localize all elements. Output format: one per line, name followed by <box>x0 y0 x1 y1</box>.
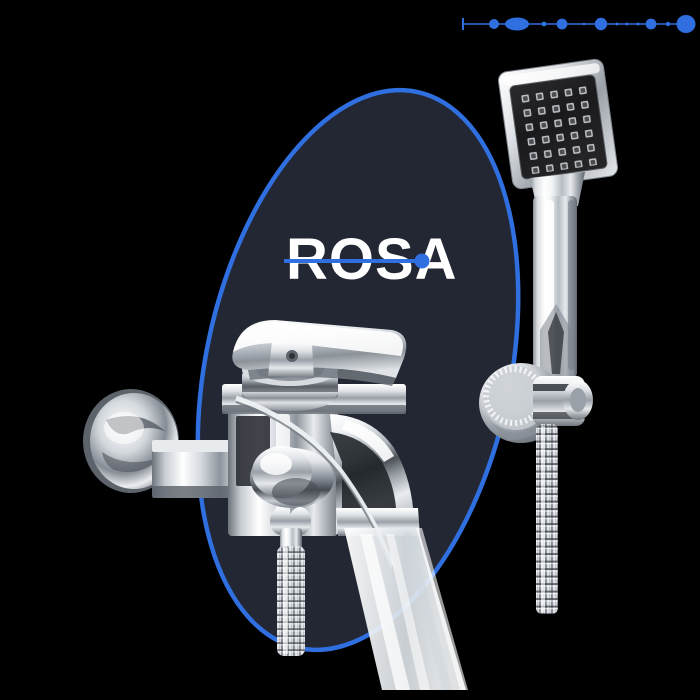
bracket-knob-inner <box>570 388 586 412</box>
decorative-dotted-line <box>462 15 696 33</box>
shower-hose-left-highlight <box>283 548 288 654</box>
lever-handle-face <box>233 322 403 356</box>
shower-hose-left <box>277 546 305 656</box>
water-stream <box>344 528 468 690</box>
bracket-collar-band-2 <box>533 412 585 419</box>
shower-head-face-sheen <box>509 74 608 180</box>
diverter-knob <box>250 446 334 508</box>
lever-screw-inner <box>289 353 295 359</box>
waterfall-spout-gloss <box>342 420 394 462</box>
diverter-knob-shade <box>272 478 320 506</box>
brand-logo: ROSA <box>284 227 457 292</box>
brand-strike-dot <box>414 253 430 269</box>
hand-shower-tip-gloss <box>548 312 564 374</box>
shower-hose-right-highlight <box>541 426 545 612</box>
bracket-base-shade <box>488 418 553 441</box>
water-streak-2 <box>386 534 430 690</box>
waterfall-spout-dark-inset <box>330 432 396 508</box>
faucet-assembly <box>83 320 468 690</box>
hand-shower <box>479 58 619 614</box>
lever-handle <box>232 320 407 386</box>
shower-hose-right <box>536 424 558 614</box>
water-streak-1 <box>360 534 410 690</box>
diverter-knob-gloss <box>260 453 292 475</box>
water-edge-right <box>416 528 468 690</box>
water-streak-3 <box>404 532 452 690</box>
wall-bracket <box>479 363 593 443</box>
hose-connector-left <box>270 507 311 550</box>
decorative-dots <box>489 15 696 33</box>
bracket-collar-band <box>533 384 585 391</box>
shower-head-bezel-highlight <box>502 63 600 86</box>
hose-connector-neck <box>280 528 302 550</box>
wall-flange-gloss <box>104 412 144 444</box>
wall-flange-swirl-2 <box>102 452 164 473</box>
shower-head-nozzles <box>513 78 604 175</box>
cartridge-ring-shadow <box>242 386 338 392</box>
